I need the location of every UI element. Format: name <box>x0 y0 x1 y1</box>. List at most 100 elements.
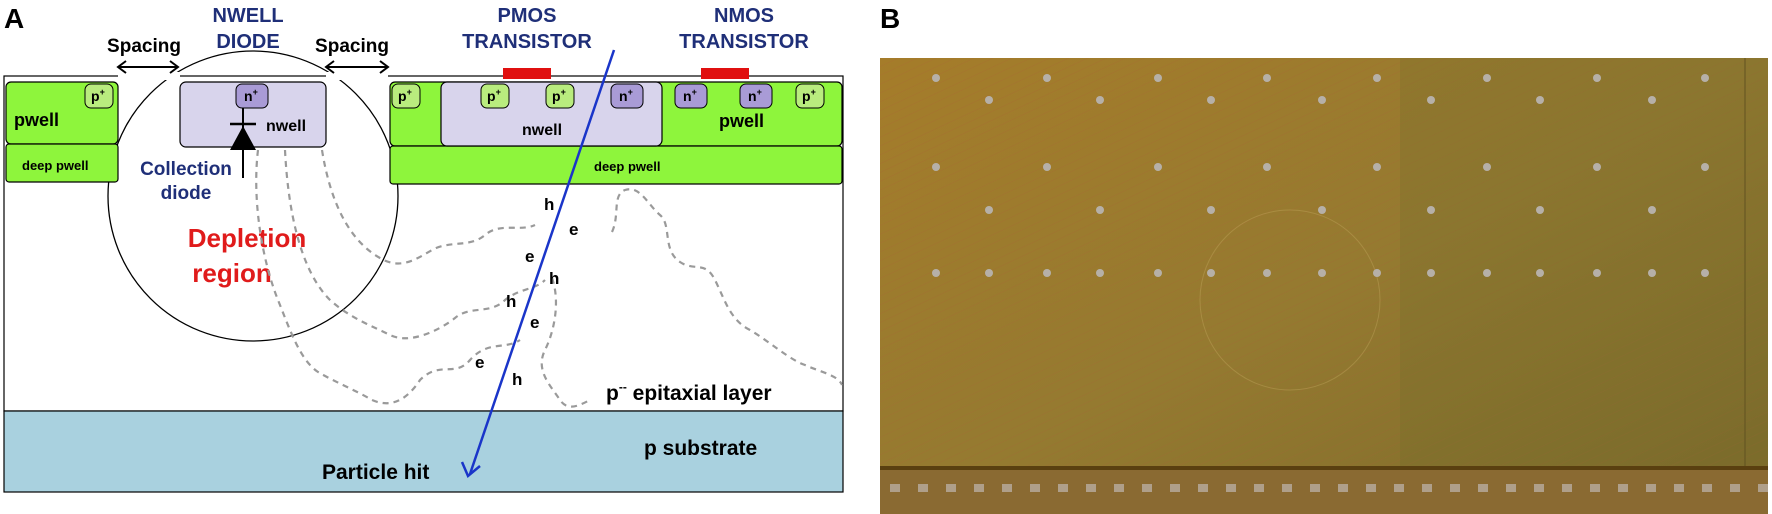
p-plus-contact <box>84 83 114 109</box>
bond-pad-dot <box>1701 163 1709 171</box>
bond-pad-dot <box>1427 96 1435 104</box>
die-ring-artifact <box>1199 209 1381 391</box>
bond-pad-dot <box>932 269 940 277</box>
nwell-diode-title-1: NWELL <box>212 5 283 27</box>
bond-pad-dot <box>1373 74 1381 82</box>
bond-pad-dot <box>985 96 993 104</box>
die-periphery <box>880 468 1768 514</box>
spacing-left-label: Spacing <box>107 36 181 57</box>
periphery-pad <box>1114 484 1124 492</box>
bond-pad-dot <box>1593 269 1601 277</box>
depletion-label-1: Depletion <box>188 223 306 253</box>
periphery-pad <box>1730 484 1740 492</box>
panel-b: B <box>880 3 1768 514</box>
deep-pwell-left-label: deep pwell <box>22 158 88 173</box>
periphery-pad <box>1282 484 1292 492</box>
bond-pad-dot <box>1096 206 1104 214</box>
bond-pad-dot <box>1207 269 1215 277</box>
svg-text:p+: p+ <box>487 87 501 104</box>
bond-pad-dot <box>932 163 940 171</box>
svg-text:p+: p+ <box>802 87 816 104</box>
bond-pad-dot <box>1096 96 1104 104</box>
bond-pad-dot <box>985 206 993 214</box>
bond-pad-dot <box>1593 163 1601 171</box>
pwell-left-label: pwell <box>14 110 59 130</box>
n-plus-contact <box>235 83 269 109</box>
svg-text:n+: n+ <box>683 87 697 104</box>
diode-triangle-icon <box>230 126 256 150</box>
depletion-region-circle <box>107 50 399 342</box>
nwell-diode-label: nwell <box>266 118 306 135</box>
periphery-pad <box>1506 484 1516 492</box>
bond-pad-dot <box>1096 269 1104 277</box>
bond-pad-dot <box>1373 269 1381 277</box>
bond-pad-dot <box>985 269 993 277</box>
pmos-title-2: TRANSISTOR <box>462 31 592 53</box>
bond-pad-dot <box>1536 206 1544 214</box>
bond-pad-dot <box>1593 74 1601 82</box>
periphery-pad <box>946 484 956 492</box>
deep-pwell-left <box>5 143 119 183</box>
bond-pad-dot <box>932 74 940 82</box>
particle-hit-label: Particle hit <box>322 461 429 484</box>
periphery-pad <box>1142 484 1152 492</box>
bond-pad-dot <box>1483 163 1491 171</box>
periphery-pad <box>890 484 900 492</box>
periphery-pad <box>1450 484 1460 492</box>
spacing-gap-right <box>326 72 388 80</box>
bond-pad-dot <box>1154 269 1162 277</box>
charge-carriers: h e e h h e e h <box>475 195 578 389</box>
bond-pad-dot <box>1648 96 1656 104</box>
svg-text:n+: n+ <box>748 87 762 104</box>
periphery-pad <box>974 484 984 492</box>
periphery-pad <box>1562 484 1572 492</box>
bond-pad-dot <box>1207 206 1215 214</box>
charge-diffusion-paths <box>255 149 844 408</box>
periphery-pad <box>1170 484 1180 492</box>
panel-a: A pwell deep pwell p+ n+ nwell deep pwel… <box>3 3 844 493</box>
periphery-pad <box>1478 484 1488 492</box>
bond-pad-dot <box>1427 206 1435 214</box>
periphery-pad <box>1310 484 1320 492</box>
nmos-title-1: NMOS <box>714 5 774 27</box>
periphery-pad <box>1198 484 1208 492</box>
collection-diode-label-1: Collection <box>140 159 232 180</box>
bond-pad-dot <box>1536 269 1544 277</box>
nwell-diode-title-2: DIODE <box>216 31 279 53</box>
substrate-label: p substrate <box>644 437 757 460</box>
right-contacts: p+ p+ p+ n+ n+ n+ p+ <box>391 83 825 109</box>
bond-pad-dot <box>1207 96 1215 104</box>
periphery-pad <box>1030 484 1040 492</box>
die-shade <box>1400 58 1768 468</box>
bond-pad-dot <box>1701 269 1709 277</box>
periphery-pad <box>1534 484 1544 492</box>
hole-label: h <box>512 370 522 389</box>
bond-pad-dot <box>1483 74 1491 82</box>
epitaxial-label: p-- epitaxial layer <box>606 380 772 405</box>
periphery-pad <box>1254 484 1264 492</box>
pwell-right-label: pwell <box>719 111 764 131</box>
bond-pad-dot <box>1043 269 1051 277</box>
svg-text:p+: p+ <box>552 87 566 104</box>
bond-pad-dot <box>1154 74 1162 82</box>
periphery-pad <box>1338 484 1348 492</box>
periphery-pad <box>1002 484 1012 492</box>
die-texture <box>880 58 1768 468</box>
p-plus-label: p+ <box>91 87 105 104</box>
nmos-title-2: TRANSISTOR <box>679 31 809 53</box>
pmos-nwell-label: nwell <box>522 122 562 139</box>
bond-pad-dot <box>1701 74 1709 82</box>
particle-arrowhead-icon <box>460 461 481 479</box>
bond-pad-dot <box>1648 206 1656 214</box>
periphery-pad <box>1058 484 1068 492</box>
p-substrate-region <box>3 410 844 493</box>
bond-pad-dot <box>1536 96 1544 104</box>
hole-label: h <box>506 292 516 311</box>
chip-micrograph <box>880 58 1768 514</box>
spacing-left-arrow-icon <box>116 60 180 74</box>
panel-b-letter: B <box>880 3 900 34</box>
depletion-label-2: region <box>192 258 271 288</box>
bond-pad-dot <box>1483 269 1491 277</box>
panel-a-letter: A <box>4 3 24 34</box>
